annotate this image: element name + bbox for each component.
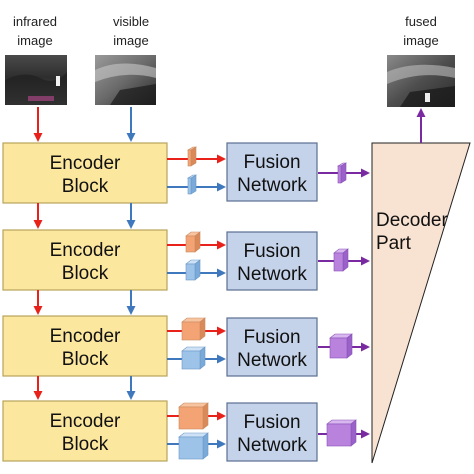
fused-image [387, 55, 455, 107]
fused-feature-map-2 [333, 248, 349, 272]
encoder-block-2-label-line1: Encoder [50, 240, 121, 261]
infrared-feature-map-4 [178, 402, 209, 430]
visible-feature-map-4 [178, 432, 209, 460]
encoder-block-3-label-line1: Encoder [50, 326, 121, 347]
visible-image-label-line1: visible [113, 14, 149, 29]
fusion-network-1-label-line1: Fusion [243, 152, 300, 173]
encoder-block-3: Encoder Block [2, 315, 168, 377]
fusion-network-4-label-line1: Fusion [243, 412, 300, 433]
encoder-block-2-label-line2: Block [62, 263, 109, 284]
fusion-network-2-label-line2: Network [237, 264, 307, 285]
fusion-network-4-label-line2: Network [237, 435, 307, 456]
visible-feature-map-2 [185, 259, 201, 281]
fusion-network-2-label-line1: Fusion [243, 241, 300, 262]
infrared-feature-map-2 [185, 231, 201, 253]
infrared-feature-map-3 [181, 317, 206, 341]
visible-feature-map-1 [186, 174, 198, 195]
fused-feature-map-4 [326, 419, 357, 447]
fusion-network-2: Fusion Network [226, 231, 318, 291]
feature-row-3 [167, 317, 370, 370]
infrared-image-label-line1: infrared [13, 14, 57, 29]
fusion-network-1-label-line2: Network [237, 175, 307, 196]
fusion-network-3: Fusion Network [226, 317, 318, 377]
encoder-block-1-label-line1: Encoder [50, 153, 121, 174]
infrared-image [5, 55, 67, 105]
visible-feature-map-3 [181, 346, 206, 370]
encoder-chain-arrows [33, 203, 136, 400]
encoder-block-1: Encoder Block [2, 142, 168, 204]
decoder-label-line2: Part [376, 233, 412, 254]
encoder-block-1-label-line2: Block [62, 176, 109, 197]
encoder-block-3-label-line2: Block [62, 349, 109, 370]
infrared-image-label-line2: image [17, 33, 52, 48]
fusion-network-3-label-line2: Network [237, 350, 307, 371]
decoder-part: Decoder Part [371, 142, 471, 464]
decoder-label-line1: Decoder [376, 210, 448, 231]
fusion-network-4: Fusion Network [226, 402, 318, 462]
fusion-network-3-label-line1: Fusion [243, 327, 300, 348]
encoder-block-2: Encoder Block [2, 229, 168, 291]
encoder-block-4: Encoder Block [2, 400, 168, 462]
encoder-block-4-label-line1: Encoder [50, 411, 121, 432]
visible-image-label-line2: image [113, 33, 148, 48]
fused-image-label-line2: image [403, 33, 438, 48]
feature-row-2 [167, 231, 370, 281]
fused-image-label-line1: fused [405, 14, 437, 29]
encoder-block-4-label-line2: Block [62, 434, 109, 455]
visible-image [95, 55, 156, 105]
fused-feature-map-3 [329, 333, 353, 359]
feature-row-1 [167, 146, 370, 195]
fusion-network-1: Fusion Network [226, 142, 318, 202]
fused-feature-map-1 [336, 162, 348, 184]
feature-row-4 [167, 402, 370, 460]
infrared-feature-map-1 [186, 146, 198, 167]
